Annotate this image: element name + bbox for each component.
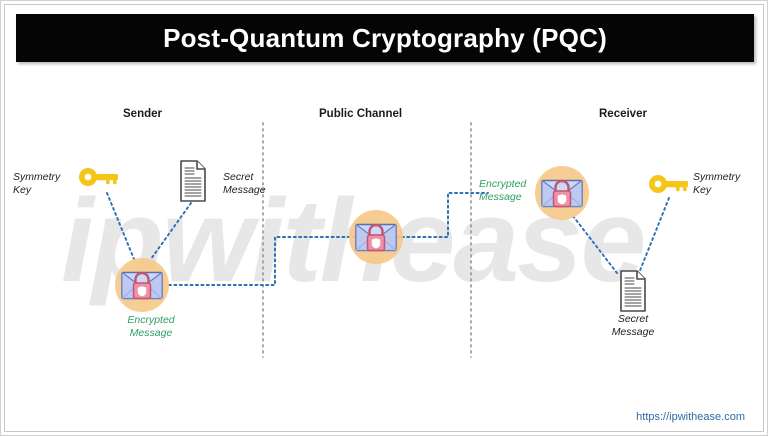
label-line-2: Message bbox=[479, 191, 522, 203]
connector-encrypted-to-document-receiver bbox=[572, 215, 618, 274]
connector-key-to-document-receiver bbox=[638, 197, 670, 274]
label-line-2: Message bbox=[129, 327, 173, 339]
label-encrypted-message-receiver: Encrypted Message bbox=[479, 178, 553, 204]
section-header-public-channel: Public Channel bbox=[319, 108, 403, 120]
section-header-sender: Sender bbox=[123, 108, 162, 120]
label-line-2: Key bbox=[693, 184, 712, 196]
label-line-1: Secret bbox=[223, 171, 254, 183]
encrypted-envelope-icon-sender bbox=[113, 256, 171, 314]
document-icon-receiver bbox=[620, 270, 646, 312]
connector-key-to-encrypted-sender bbox=[106, 192, 135, 260]
label-line-2: Message bbox=[611, 326, 655, 338]
document-icon-sender bbox=[180, 160, 206, 202]
label-encrypted-message-sender: Encrypted Message bbox=[101, 314, 201, 340]
encrypted-envelope-icon-channel bbox=[347, 208, 405, 266]
label-line-1: Encrypted bbox=[127, 314, 175, 326]
label-line-1: Symmetry bbox=[693, 171, 741, 183]
key-icon-sender bbox=[79, 168, 118, 186]
label-symmetry-key-receiver: Symmetry Key bbox=[693, 171, 763, 197]
connector-channel-to-receiver bbox=[390, 192, 489, 238]
section-header-receiver: Receiver bbox=[599, 108, 647, 120]
label-line-2: Key bbox=[13, 184, 32, 196]
label-secret-message-sender: Secret Message bbox=[223, 171, 293, 197]
connector-document-to-encrypted-sender bbox=[150, 202, 192, 260]
label-line-1: Encrypted bbox=[479, 178, 527, 190]
label-symmetry-key-sender: Symmetry Key bbox=[13, 171, 75, 197]
label-secret-message-receiver: Secret Message bbox=[593, 313, 673, 339]
label-line-2: Message bbox=[223, 184, 266, 196]
key-icon-receiver bbox=[649, 175, 688, 193]
label-line-1: Secret bbox=[617, 313, 649, 325]
page-title: Post-Quantum Cryptography (PQC) bbox=[163, 22, 607, 53]
connector-sender-to-channel bbox=[168, 236, 362, 286]
title-banner: Post-Quantum Cryptography (PQC) bbox=[16, 14, 754, 62]
footer-source-url[interactable]: https://ipwithease.com bbox=[636, 411, 745, 423]
label-line-1: Symmetry bbox=[13, 171, 61, 183]
